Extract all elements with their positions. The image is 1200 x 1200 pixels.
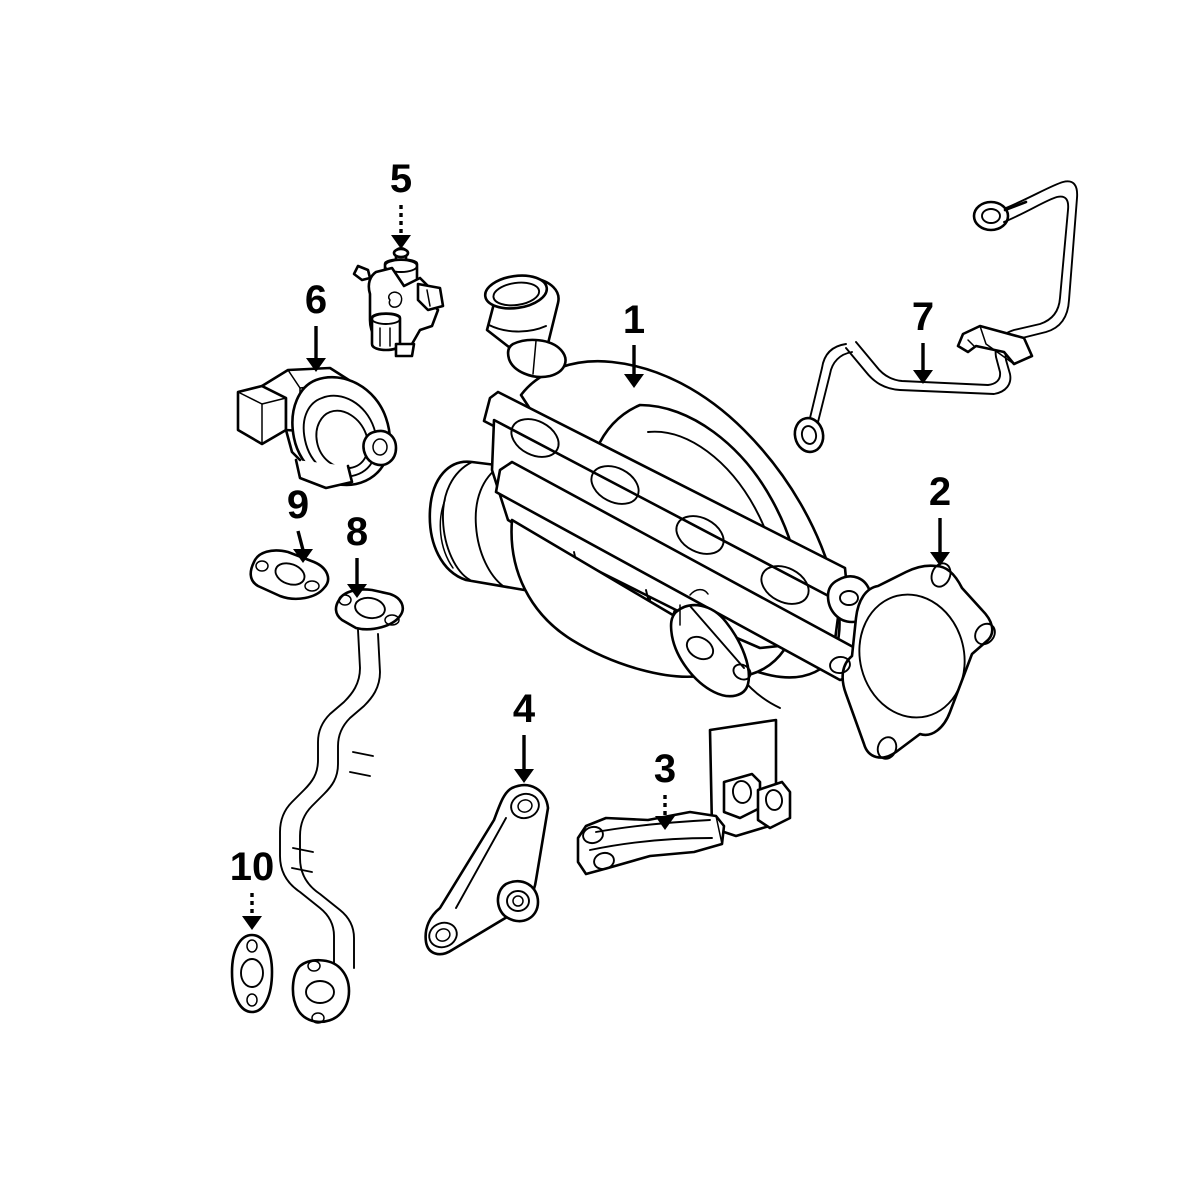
callout-7: 7 [912,295,934,384]
callout-2: 2 [929,470,951,566]
part-10-lower-gasket [230,933,274,1014]
callout-number-3: 3 [654,747,676,791]
callout-10: 10 [230,845,275,930]
callout-number-9: 9 [287,483,309,527]
callout-arrow-head [306,358,326,372]
part-2-mounting-gasket [829,562,996,760]
callout-number-7: 7 [912,295,934,339]
callout-9: 9 [287,483,313,563]
callout-8: 8 [346,510,368,598]
callout-number-1: 1 [623,298,645,342]
callout-1: 1 [623,298,645,388]
callout-arrow-head [655,816,675,830]
callout-number-8: 8 [346,510,368,554]
callout-arrow-head [624,374,644,388]
callout-arrow-head [930,552,950,566]
callout-number-2: 2 [929,470,951,514]
callout-arrow-head [293,549,313,563]
part-9-upper-gasket [249,549,330,601]
part-4-brace-arm [424,783,550,956]
part-3-support-bracket [576,718,792,876]
part-5-wastegate-solenoid-valve [352,246,445,358]
callout-6: 6 [305,278,327,372]
part-8-oil-return-tube [279,588,404,1024]
part-7-oil-feed-line [793,180,1079,454]
callout-arrow-head [514,769,534,783]
callout-3: 3 [654,747,676,830]
callout-number-5: 5 [390,157,412,201]
callout-number-4: 4 [513,687,536,731]
callout-number-6: 6 [305,278,327,322]
part-6-egr-valve [236,366,398,490]
part-1-turbocharger-manifold-assembly [428,274,873,709]
callout-arrow-head [347,584,367,598]
callout-5: 5 [390,157,412,249]
callout-4: 4 [513,687,536,783]
callout-arrow-head [242,916,262,930]
callout-number-10: 10 [230,845,275,889]
callout-arrow-head [391,235,411,249]
callout-arrow-shaft [296,530,305,551]
callout-arrow-head [913,370,933,384]
callout-layer: 1 2 3 4 5 6 7 89 10 [230,157,951,930]
